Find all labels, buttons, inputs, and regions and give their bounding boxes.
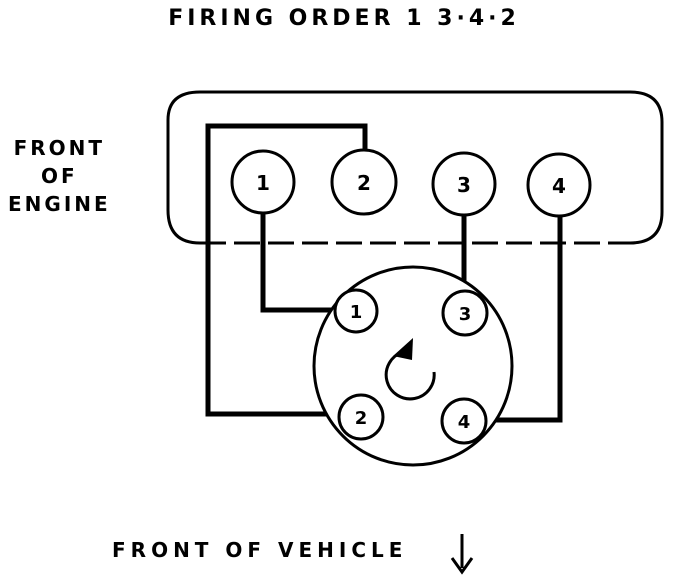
diagram-title: FIRING ORDER 1 3·4·2 xyxy=(168,6,520,31)
cylinder-3-label: 3 xyxy=(457,173,471,197)
distributor-terminal-1-label: 1 xyxy=(350,302,363,323)
plug-wire-4 xyxy=(486,214,563,423)
rotation-arrowhead xyxy=(393,338,413,360)
cylinder-4-label: 4 xyxy=(552,174,566,198)
front-of-engine-line-3: ENGINE xyxy=(8,192,111,216)
distributor-terminal-4: 4 xyxy=(440,397,488,445)
distributor-terminal-3-label: 3 xyxy=(459,304,472,325)
distributor-terminal-2: 2 xyxy=(337,393,385,441)
cylinder-3: 3 xyxy=(431,151,497,217)
distributor-terminal-1: 1 xyxy=(333,288,379,334)
engine-block-outline xyxy=(166,90,664,245)
front-of-vehicle-label: FRONT OF VEHICLE xyxy=(112,538,408,562)
distributor-terminal-3: 3 xyxy=(441,289,489,337)
cylinder-2: 2 xyxy=(330,148,398,216)
distributor-terminal-2-label: 2 xyxy=(355,408,368,429)
down-arrow-icon xyxy=(450,534,474,575)
cylinder-1: 1 xyxy=(230,149,296,215)
cylinder-1-label: 1 xyxy=(256,171,270,195)
front-of-engine-line-2: OF xyxy=(41,164,78,188)
cylinder-2-label: 2 xyxy=(357,171,371,195)
rotation-arrow xyxy=(384,350,436,401)
front-of-engine-label: FRONT OF ENGINE xyxy=(8,134,111,218)
plug-wire-1 xyxy=(260,212,336,313)
distributor-terminal-4-label: 4 xyxy=(458,412,471,433)
front-of-engine-line-1: FRONT xyxy=(13,136,106,160)
cylinder-4: 4 xyxy=(526,152,592,218)
plug-wire-2 xyxy=(205,123,368,417)
